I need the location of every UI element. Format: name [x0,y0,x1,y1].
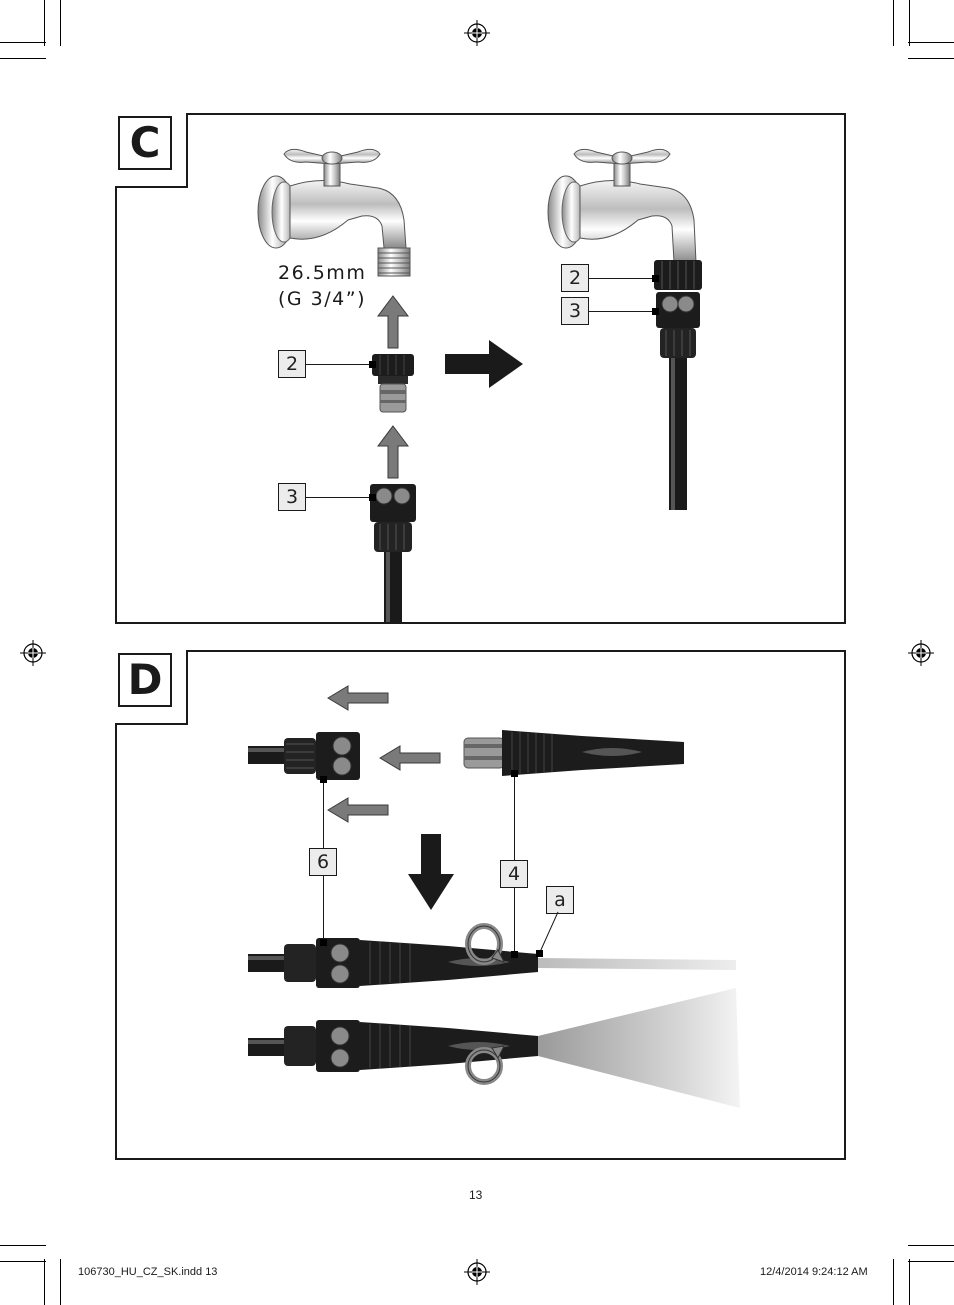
callout-part-3: 3 [278,483,306,511]
leader-dot [511,951,518,958]
rotate-arrow-icon [465,1045,505,1085]
arrow-left-icon [379,745,441,771]
hose-connector-illustration [370,484,416,622]
faucet-left-illustration [257,148,411,277]
panel-c-letter: C [114,112,176,174]
arrow-left-icon [327,797,389,823]
arrow-up-icon [377,295,409,349]
callout-part-2: 2 [278,350,306,378]
leader-dot [652,308,659,315]
leader-dot [320,776,327,783]
assembled-connector-illustration [654,260,702,510]
registration-mark-icon [20,640,46,666]
arrow-down-icon [408,834,454,910]
leader-line [323,782,324,848]
leader-dot [536,950,543,957]
leader-dot [511,770,518,777]
leader-line [306,364,372,365]
leader-dot [369,494,376,501]
footer-file-info: 106730_HU_CZ_SK.indd 13 [78,1266,218,1278]
registration-mark-icon [464,1259,490,1285]
registration-mark-icon [908,640,934,666]
panel-c-corner-lines [115,113,188,188]
rotate-arrow-icon [465,923,505,965]
callout-part-4: 4 [500,860,528,888]
arrow-right-icon [445,340,523,388]
leader-line [323,876,324,942]
panel-d-letter: D [114,649,176,711]
thread-size-label: 26.5mm [278,262,367,284]
nozzle-cone-spray-illustration [248,988,740,1108]
hose-connector-horizontal-illustration [248,732,360,780]
arrow-up-icon [377,425,409,479]
leader-line [589,278,655,279]
nozzle-jet-spray-illustration [248,938,736,988]
callout-part-2: 2 [561,264,589,292]
panel-d-corner-lines [115,650,188,725]
leader-line [589,311,655,312]
tap-connector-illustration [372,354,414,413]
thread-standard-label: (G 3/4”) [278,288,367,310]
leader-dot [369,361,376,368]
leader-line [514,888,515,954]
callout-part-3: 3 [561,297,589,325]
leader-line [514,776,515,860]
leader-dot [320,939,327,946]
leader-dot [652,275,659,282]
footer-timestamp: 12/4/2014 9:24:12 AM [760,1266,868,1278]
callout-part-a: a [546,886,574,914]
spray-nozzle-illustration [463,730,684,776]
leader-line [306,497,372,498]
registration-mark-icon [464,20,490,46]
leader-line-diagonal [539,911,559,953]
faucet-right-illustration [547,148,697,263]
arrow-left-icon [327,685,389,711]
callout-part-6: 6 [309,848,337,876]
page-number: 13 [469,1188,483,1202]
